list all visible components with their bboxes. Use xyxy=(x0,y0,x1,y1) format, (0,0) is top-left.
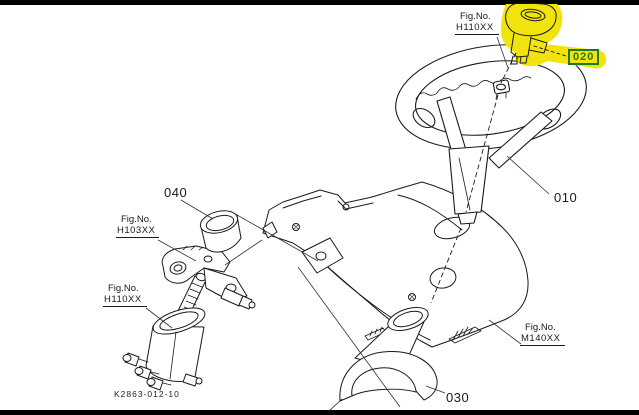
figref-m140xx[interactable]: Fig.No. M140XX xyxy=(520,322,565,346)
figref-prefix: Fig.No. xyxy=(108,283,139,294)
steering-wheel-drawing[interactable] xyxy=(389,33,593,225)
figref-prefix: Fig.No. xyxy=(525,322,556,333)
figref-prefix: Fig.No. xyxy=(460,11,491,22)
figref-code: M140XX xyxy=(521,333,561,344)
bracket-drawing xyxy=(161,245,256,310)
part-label-010[interactable]: 010 xyxy=(554,190,578,205)
bushing-drawing[interactable] xyxy=(198,207,242,253)
part-label-020-highlighted[interactable]: 020 xyxy=(568,49,600,65)
part-label-040[interactable]: 040 xyxy=(164,185,188,200)
figref-code: H110XX xyxy=(456,22,494,33)
bottom-border-bar xyxy=(0,410,639,415)
key-highlight xyxy=(500,4,607,69)
figref-code: H110XX xyxy=(104,294,142,305)
leader-lines xyxy=(145,36,550,408)
figref-h110xx-bottom[interactable]: Fig.No. H110XX xyxy=(103,283,147,307)
steering-gear-drawing xyxy=(122,272,207,391)
figref-prefix: Fig.No. xyxy=(121,214,152,225)
figref-h103xx[interactable]: Fig.No. H103XX xyxy=(116,214,159,238)
assembly-axis-lines xyxy=(430,52,517,304)
figref-h110xx-top[interactable]: Fig.No. H110XX xyxy=(455,11,499,35)
drawing-code: K2863-012-10 xyxy=(114,389,180,399)
figref-code: H103XX xyxy=(117,225,156,236)
top-border-bar xyxy=(0,0,639,5)
column-cover-drawing[interactable] xyxy=(328,303,438,412)
part-label-030[interactable]: 030 xyxy=(446,390,470,405)
